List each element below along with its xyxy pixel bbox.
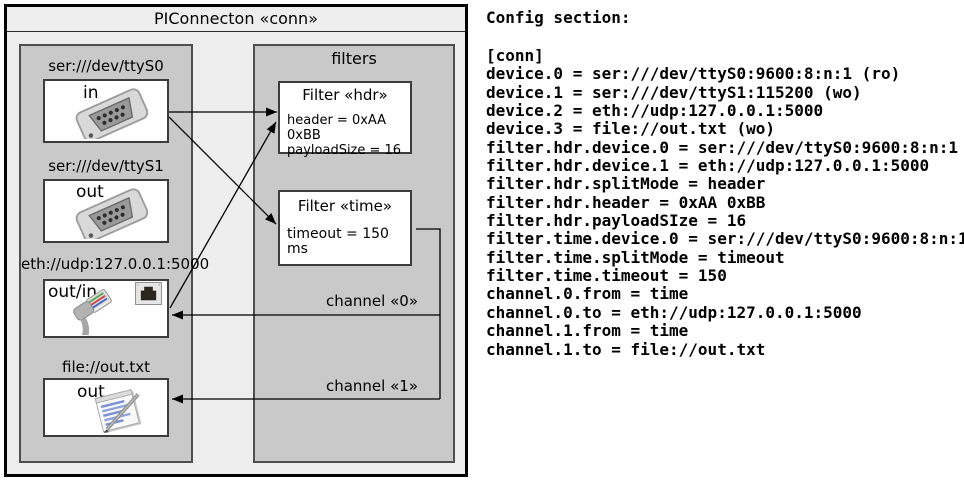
device-port-label: out: [77, 382, 105, 402]
config-line: device.1 = ser:///dev/ttyS1:115200 (wo): [486, 82, 862, 102]
config-line: channel.0.from = time: [486, 284, 689, 304]
device-box-file: out: [43, 378, 169, 437]
config-line: filter.hdr.header = 0xAA 0xBB: [486, 192, 766, 212]
config-line: channel.1.from = time: [486, 321, 689, 341]
config-line: device.2 = eth://udp:127.0.0.1:5000: [486, 101, 824, 121]
ethernet-jack-icon: [135, 282, 162, 305]
filters-group: filters Filter «hdr» header = 0xAA 0xBB …: [253, 44, 455, 463]
device-port-label: in: [83, 83, 99, 103]
config-line: filter.hdr.splitMode = header: [486, 174, 766, 194]
config-line: filter.hdr.device.1 = eth://udp:127.0.0.…: [486, 156, 930, 176]
config-line: channel.1.to = file://out.txt: [486, 339, 766, 359]
ethernet-cable-icon: [63, 288, 123, 335]
device-box-ser0: in: [43, 79, 169, 143]
config-line: [conn]: [486, 46, 544, 65]
config-line: filter.hdr.payloadSIze = 16: [486, 211, 747, 231]
devices-group: ser:///dev/ttyS0 in ser:///dev/ttyS1 out…: [19, 44, 210, 463]
device-box-eth: out/in: [43, 279, 169, 338]
serial-connector-icon: [61, 87, 165, 139]
config-text: [conn] device.0 = ser:///dev/ttyS0:9600:…: [486, 46, 964, 359]
device-uri-label-ser0: ser:///dev/ttyS0: [48, 57, 164, 75]
channel-1-label: channel «1»: [325, 377, 418, 395]
device-uri-label-file: file://out.txt: [62, 358, 150, 376]
serial-connector-icon: [61, 187, 165, 239]
filter-hdr-box: Filter «hdr» header = 0xAA 0xBB payloadS…: [278, 81, 412, 158]
config-line: filter.hdr.device.0 = ser:///dev/ttyS0:9…: [486, 137, 959, 157]
config-line: device.3 = file://out.txt (wo): [486, 119, 775, 139]
config-line: filter.time.timeout = 150: [486, 266, 727, 286]
device-port-label: out/in: [48, 282, 98, 302]
config-heading: Config section:: [486, 8, 631, 27]
filter-attribute: payloadSize = 16: [287, 143, 402, 158]
device-uri-label-eth: eth://udp:127.0.0.1:5000: [21, 255, 210, 273]
config-line: channel.0.to = eth://udp:127.0.0.1:5000: [486, 302, 862, 322]
filter-title: Filter «time»: [297, 197, 393, 215]
notepad-icon: [87, 387, 149, 433]
config-line: filter.time.splitMode = timeout: [486, 247, 785, 267]
channel-0-label: channel «0»: [325, 292, 418, 310]
filter-title: Filter «hdr»: [302, 86, 388, 104]
diagram-title: PIConnecton «conn»: [7, 7, 465, 32]
connector-diagram-frame: PIConnecton «conn» ser:///dev/ttyS0 in s…: [4, 4, 468, 477]
filter-time-box: Filter «time» timeout = 150 ms: [278, 190, 412, 266]
config-line: device.0 = ser:///dev/ttyS0:9600:8:n:1 (…: [486, 64, 901, 84]
filters-group-title: filters: [331, 49, 377, 68]
filter-attribute: timeout = 150 ms: [287, 226, 389, 257]
config-line: filter.time.device.0 = ser:///dev/ttyS0:…: [486, 229, 964, 249]
device-uri-label-ser1: ser:///dev/ttyS1: [48, 157, 164, 175]
device-port-label: out: [76, 182, 104, 202]
device-box-ser1: out: [43, 179, 169, 243]
filter-attribute: header = 0xAA 0xBB: [287, 113, 387, 143]
